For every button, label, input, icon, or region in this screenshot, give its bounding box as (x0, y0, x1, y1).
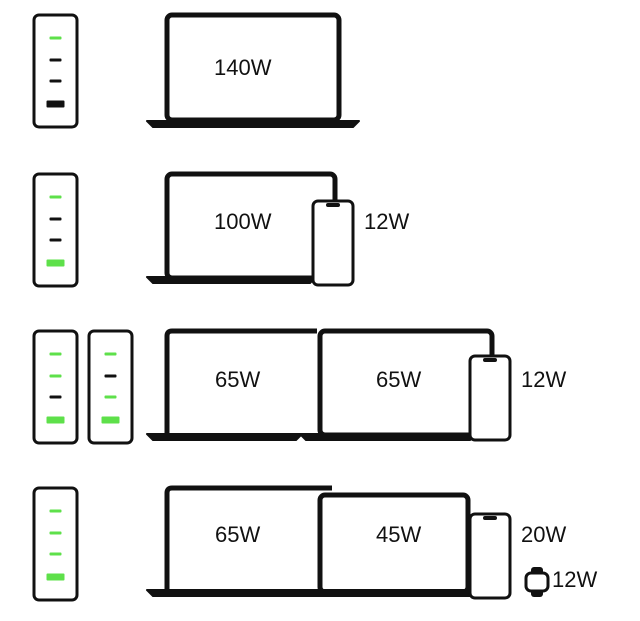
idle-port-icon (49, 58, 62, 62)
laptop-base (146, 276, 317, 284)
idle-port-icon (49, 79, 62, 83)
laptop-wattage-label: 100W (214, 209, 272, 234)
idle-port-icon (49, 395, 62, 399)
phone-icon (311, 199, 355, 287)
phone-notch (483, 516, 497, 520)
laptop-screen (164, 328, 317, 435)
laptop-base (299, 433, 477, 441)
laptop-wattage-label: 45W (376, 522, 422, 547)
active-port-icon (49, 195, 62, 199)
active-port-icon (46, 573, 65, 581)
charger-body (32, 172, 79, 288)
laptop-wattage-label: 65W (215, 367, 261, 392)
phone-wattage-label: 12W (364, 209, 410, 234)
phone-icon (468, 512, 512, 600)
laptop-wattage-label: 65W (215, 522, 261, 547)
active-port-icon (49, 36, 62, 40)
active-port-icon (49, 352, 62, 356)
phone-wattage-label: 12W (521, 367, 567, 392)
laptop-base (146, 589, 319, 597)
active-port-icon (104, 352, 117, 356)
phone-wattage-label: 20W (521, 522, 567, 547)
idle-port-icon (46, 100, 65, 108)
watch-wattage-label: 12W (552, 567, 598, 592)
laptop-screen (164, 485, 332, 592)
charger-body (32, 13, 79, 129)
phone-icon (468, 354, 512, 442)
charger-body (32, 486, 79, 602)
active-port-icon (49, 374, 62, 378)
active-port-icon (49, 509, 62, 513)
laptop-base (299, 589, 477, 597)
phone-notch (483, 358, 497, 362)
idle-port-icon (49, 217, 62, 221)
charger-body (32, 329, 79, 445)
active-port-icon (101, 416, 120, 424)
laptop-base (146, 120, 360, 128)
laptop-base (146, 433, 303, 441)
active-port-icon (104, 395, 117, 399)
laptop-wattage-label: 140W (214, 55, 272, 80)
active-port-icon (49, 552, 62, 556)
laptop-wattage-label: 65W (376, 367, 422, 392)
idle-port-icon (49, 238, 62, 242)
phone-notch (326, 203, 340, 207)
active-port-icon (49, 531, 62, 535)
active-port-icon (46, 259, 65, 267)
idle-port-icon (104, 374, 117, 378)
charger-body (87, 329, 134, 445)
active-port-icon (46, 416, 65, 424)
watch-icon (524, 571, 550, 593)
